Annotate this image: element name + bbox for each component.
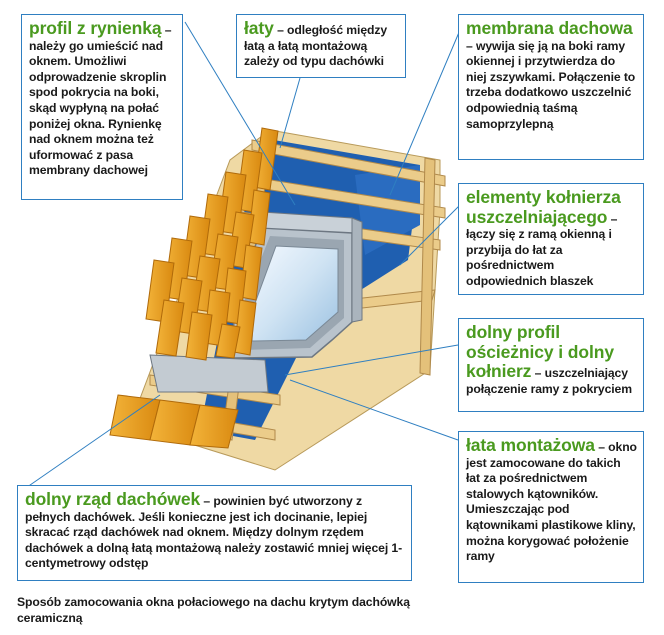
label-text: – uszczelniający połączenie ramy z pokry… — [466, 366, 632, 396]
label-title: dolny rząd dachówek — [25, 489, 201, 509]
label-title: dolny profil ościeżnicy i dolny kołnierz — [466, 322, 614, 382]
label-laty: łaty – odległość między łatą a łatą mont… — [236, 14, 406, 78]
label-dolny-rzad-dachowek: dolny rząd dachówek – powinien być utwor… — [17, 485, 412, 581]
label-text: – łączy się z ramą okienną i przybija do… — [466, 211, 618, 288]
roof-tiles — [109, 127, 279, 449]
figure-caption: Sposób zamocowania okna połaciowego na d… — [17, 595, 410, 625]
label-text: – należy go umieścić nad oknem. Umożliwi… — [29, 23, 172, 178]
leader-lines — [19, 21, 461, 493]
label-text: – okno jest zamocowane do takich łat za … — [466, 440, 637, 564]
roof-window — [149, 211, 363, 393]
label-title: łata montażowa — [466, 435, 595, 455]
label-dolny-profil: dolny profil ościeżnicy i dolny kołnierz… — [458, 318, 644, 412]
label-profil-z-rynienka: profil z rynienką – należy go umieścić n… — [21, 14, 183, 200]
label-text: – wywija się ją na boki ramy okiennej i … — [466, 38, 636, 131]
label-title: profil z rynienką — [29, 18, 162, 38]
label-membrana-dachowa: membrana dachowa – wywija się ją na boki… — [458, 14, 644, 160]
label-lata-montazowa: łata montażowa – okno jest zamocowane do… — [458, 431, 644, 583]
label-title: łaty — [244, 18, 274, 38]
label-text: – powinien być utworzony z pełnych dachó… — [25, 494, 403, 571]
label-elementy-kolnierza: elementy kołnierza uszczelniającego – łą… — [458, 183, 644, 295]
label-title: membrana dachowa — [466, 18, 633, 38]
label-title: elementy kołnierza uszczelniającego — [466, 187, 621, 227]
label-text: – odległość między łatą a łatą montażową… — [244, 23, 388, 69]
